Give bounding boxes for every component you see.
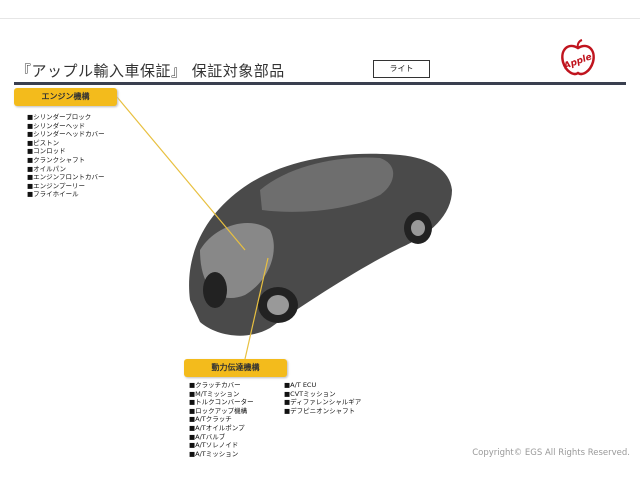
list-item: デフピニオンシャフト [284,407,361,416]
list-item: A/Tオイルポンプ [189,424,254,433]
drivetrain-leader-line [244,257,269,360]
list-item: A/Tバルブ [189,433,254,442]
list-item: クランクシャフト [27,156,105,165]
drivetrain-parts-list-2: A/T ECU CVTミッション ディファレンシャルギア デフピニオンシャフト [284,381,361,415]
page-title: 『アップル輸入車保証』 保証対象部品 [16,62,285,80]
engine-badge: エンジン機構 [14,88,117,106]
list-item: フライホイール [27,190,105,199]
copyright: Copyright© EGS All Rights Reserved. [472,448,630,458]
list-item: A/Tソレノイド [189,441,254,450]
title-rule [14,82,626,85]
engine-parts-list: シリンダーブロック シリンダーヘッド シリンダーヘッドカバー ピストン コンロッ… [27,113,105,199]
list-item: CVTミッション [284,390,361,399]
plan-button[interactable]: ライト [373,60,430,78]
list-item: クラッチカバー [189,381,254,390]
list-item: A/T ECU [284,381,361,390]
list-item: M/Tミッション [189,390,254,399]
top-divider [0,18,640,19]
list-item: ディファレンシャルギア [284,398,361,407]
list-item: A/Tミッション [189,450,254,459]
engine-leader-line [116,96,246,251]
list-item: A/Tクラッチ [189,415,254,424]
apple-logo: Apple [561,39,595,76]
list-item: シリンダーブロック [27,113,105,122]
list-item: ロックアップ機構 [189,407,254,416]
list-item: トルクコンバーター [189,398,254,407]
list-item: ピストン [27,139,105,148]
list-item: シリンダーヘッドカバー [27,130,105,139]
drivetrain-badge: 動力伝達機構 [184,359,287,377]
list-item: エンジンフロントカバー [27,173,105,182]
drivetrain-parts-list-1: クラッチカバー M/Tミッション トルクコンバーター ロックアップ機構 A/Tク… [189,381,254,458]
list-item: コンロッド [27,147,105,156]
list-item: シリンダーヘッド [27,122,105,131]
list-item: オイルパン [27,165,105,174]
list-item: エンジンプーリー [27,182,105,191]
